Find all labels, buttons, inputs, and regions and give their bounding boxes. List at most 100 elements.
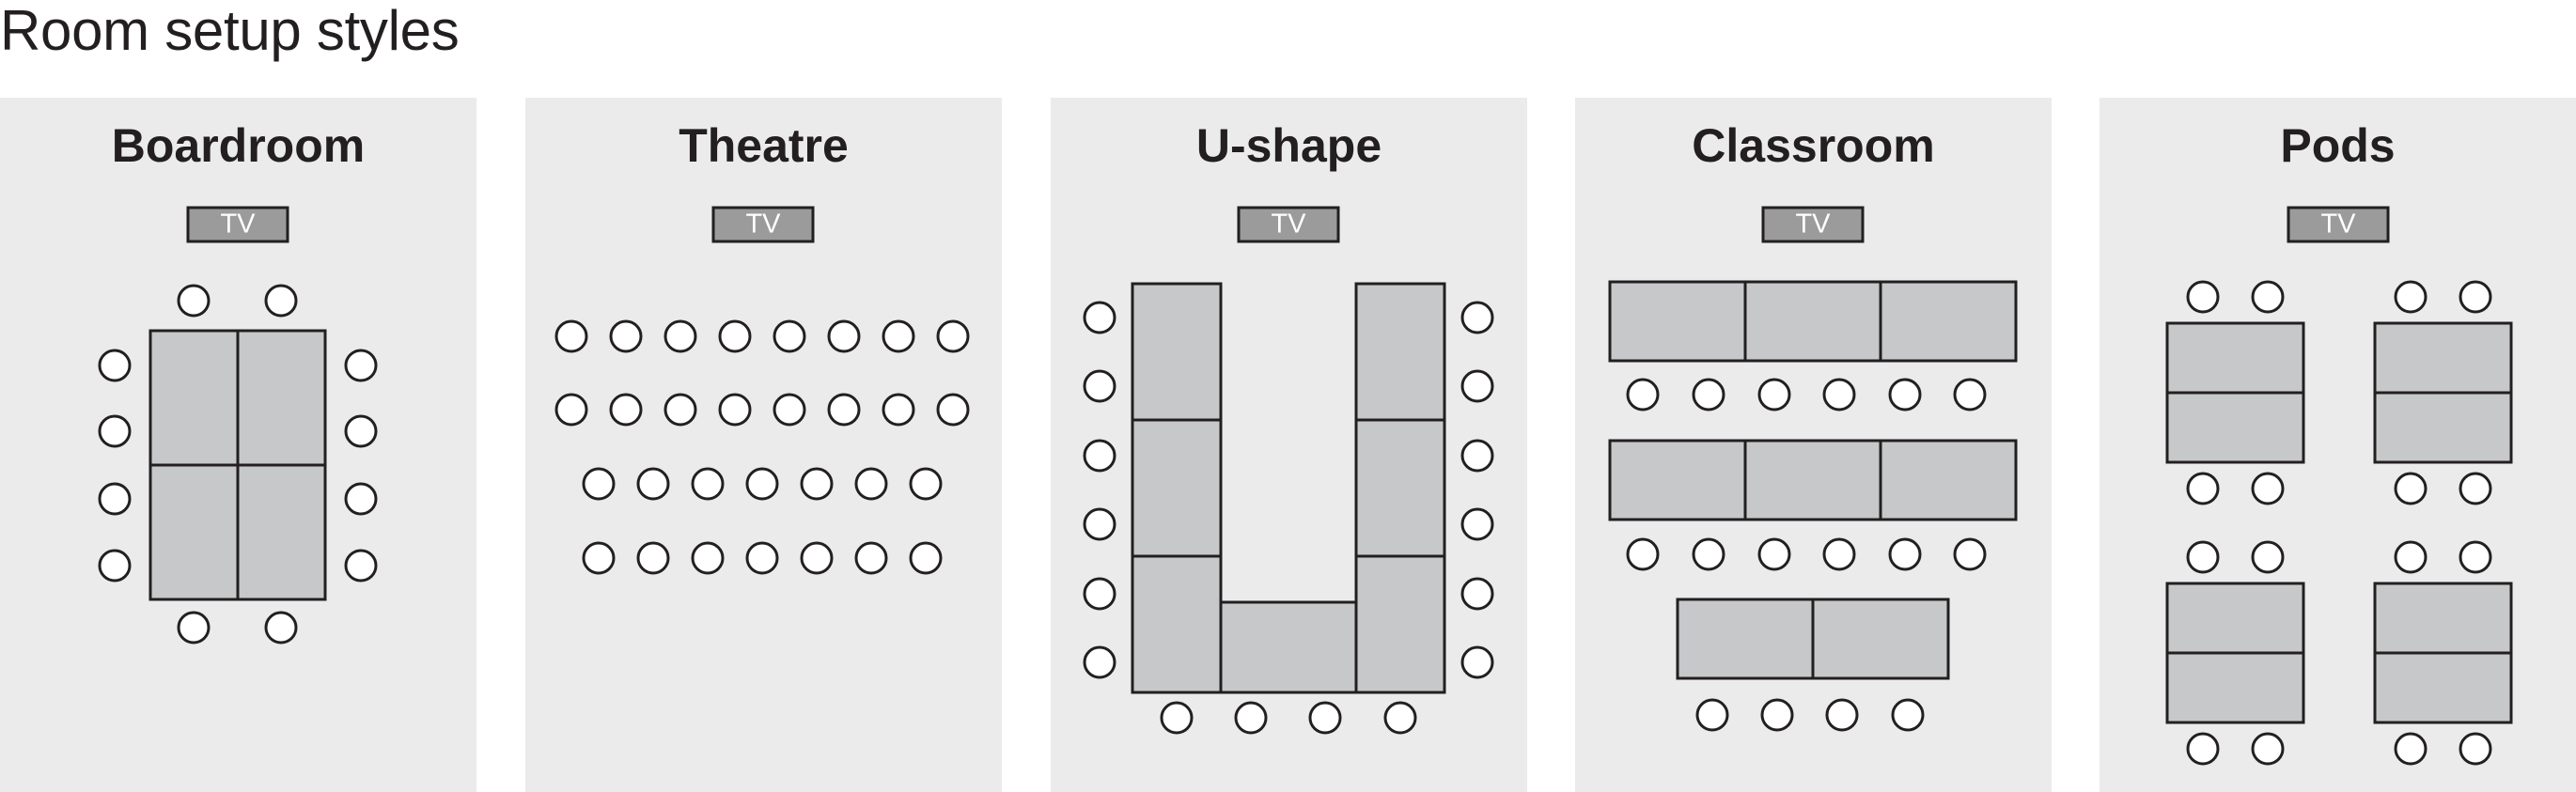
theatre-chair — [909, 467, 943, 501]
theatre-chair — [636, 541, 670, 575]
u-shape-chair — [1460, 577, 1494, 611]
theatre-chair — [664, 319, 697, 353]
classroom-chair — [1692, 537, 1725, 571]
boardroom-chair — [98, 549, 132, 582]
theatre-chair — [718, 393, 752, 427]
classroom-chair — [1822, 537, 1856, 571]
classroom-chair — [1626, 378, 1660, 412]
tv-screen — [1761, 206, 1865, 243]
u-shape-chair — [1160, 701, 1194, 735]
pods-chair — [2394, 540, 2428, 574]
classroom-chair — [1757, 537, 1791, 571]
theatre-chair — [554, 393, 588, 427]
classroom-plan: TV — [1608, 206, 2018, 732]
theatre-chair — [664, 393, 697, 427]
tv-screen — [186, 206, 289, 243]
classroom-table — [1743, 280, 1882, 363]
u-shape-table — [1354, 554, 1446, 694]
classroom-chair — [1888, 378, 1922, 412]
pods-chair — [2394, 732, 2428, 766]
page-title: Room setup styles — [0, 0, 460, 62]
pods-table — [2165, 391, 2305, 464]
boardroom-plan: TV — [98, 206, 378, 644]
pods-chair — [2251, 472, 2285, 505]
classroom-chair — [1626, 537, 1660, 571]
theatre-chair — [827, 393, 861, 427]
theatre-chair — [691, 467, 725, 501]
u-shape-chair — [1234, 701, 1268, 735]
tv-label: TV — [1271, 210, 1306, 240]
theatre-chair — [773, 393, 806, 427]
tv-screen — [1237, 206, 1340, 243]
boardroom-chair — [98, 414, 132, 448]
classroom-chair — [1757, 378, 1791, 412]
u-shape-chair — [1083, 507, 1116, 541]
boardroom-table — [148, 463, 240, 601]
tv-label: TV — [745, 210, 781, 240]
boardroom-chair — [344, 414, 378, 448]
classroom-chair — [1891, 698, 1925, 732]
theatre-chair — [745, 467, 779, 501]
theatre-chair — [854, 541, 888, 575]
theatre-chair — [882, 319, 915, 353]
pods-chair — [2186, 540, 2220, 574]
theatre-plan: TV — [554, 206, 970, 575]
classroom-chair — [1888, 537, 1922, 571]
classroom-chair — [1760, 698, 1794, 732]
theatre-chair — [582, 467, 616, 501]
pods-chair — [2251, 732, 2285, 766]
pods-chair — [2186, 732, 2220, 766]
boardroom-chair — [344, 549, 378, 582]
u-shape-table — [1131, 282, 1223, 422]
pods-chair — [2459, 280, 2492, 314]
pods-table — [2373, 582, 2513, 655]
tv-label: TV — [1795, 210, 1831, 240]
u-shape-table — [1131, 554, 1223, 694]
classroom-table — [1608, 439, 1747, 521]
pods-table — [2373, 391, 2513, 464]
classroom-table — [1743, 439, 1882, 521]
classroom-table — [1811, 598, 1950, 680]
layout-title-pods: Pods — [2280, 119, 2396, 172]
layout-title-theatre: Theatre — [679, 119, 849, 172]
theatre-chair — [936, 319, 970, 353]
classroom-chair — [1695, 698, 1729, 732]
pods-chair — [2394, 280, 2428, 314]
theatre-chair — [882, 393, 915, 427]
u-shape-chair — [1083, 577, 1116, 611]
u-shape-chair — [1460, 645, 1494, 679]
pods-chair — [2459, 732, 2492, 766]
pods-table — [2373, 651, 2513, 724]
u-shape-table — [1354, 418, 1446, 558]
theatre-chair — [800, 467, 834, 501]
theatre-chair — [718, 319, 752, 353]
theatre-chair — [827, 319, 861, 353]
u-shape-table — [1219, 600, 1358, 694]
tv-label: TV — [220, 210, 256, 240]
u-shape-chair — [1083, 369, 1116, 403]
pods-chair — [2186, 280, 2220, 314]
theatre-chair — [909, 541, 943, 575]
layout-title-boardroom: Boardroom — [111, 119, 366, 172]
pods-table — [2165, 582, 2305, 655]
layout-title-classroom: Classroom — [1692, 119, 1935, 172]
pods-table — [2165, 651, 2305, 724]
u-shape-table — [1354, 282, 1446, 422]
classroom-table — [1608, 280, 1747, 363]
pods-table — [2165, 321, 2305, 395]
pods-table — [2373, 321, 2513, 395]
boardroom-chair — [264, 611, 298, 644]
pods-chair — [2459, 472, 2492, 505]
theatre-chair — [800, 541, 834, 575]
tv-screen — [711, 206, 815, 243]
boardroom-chair — [177, 284, 211, 318]
classroom-tv: TV — [1761, 206, 1865, 243]
layout-title-u-shape: U-shape — [1195, 119, 1382, 172]
theatre-chair — [609, 393, 643, 427]
tv-label: TV — [2320, 210, 2356, 240]
u-shape-chair — [1083, 301, 1116, 334]
u-shape-chair — [1308, 701, 1342, 735]
boardroom-table — [148, 329, 240, 467]
theatre-chair — [773, 319, 806, 353]
theatre-chair — [554, 319, 588, 353]
